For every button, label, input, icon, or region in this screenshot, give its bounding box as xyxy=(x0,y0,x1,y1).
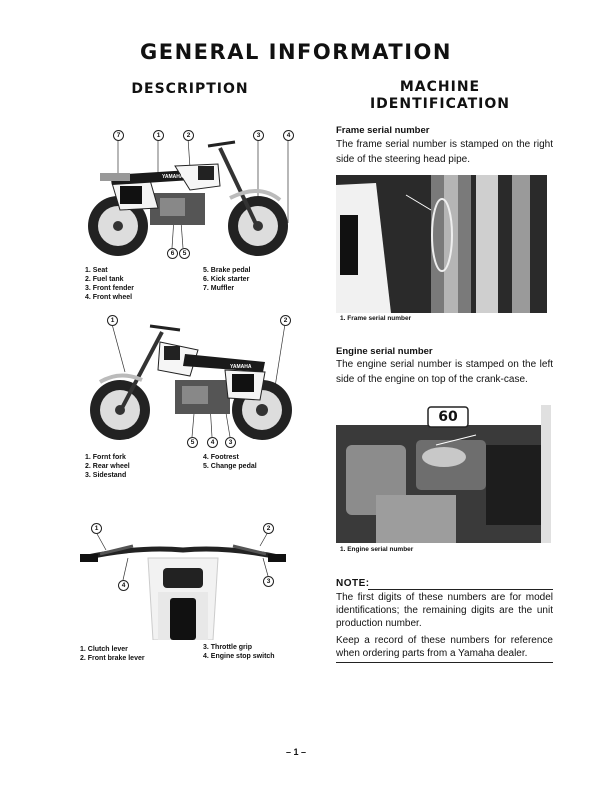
callout-4: 4 xyxy=(118,580,129,591)
callout-4: 4 xyxy=(207,437,218,448)
engine-serial-photo: 60 xyxy=(336,405,551,543)
callout-5: 5 xyxy=(187,437,198,448)
legend-item: 2. Rear wheel xyxy=(85,463,130,470)
frame-serial-photo xyxy=(336,175,547,313)
note-rule xyxy=(368,589,553,590)
callout-3: 3 xyxy=(263,576,274,587)
machine-heading-line2: IDENTIFICATION xyxy=(369,96,511,112)
callout-1: 1 xyxy=(153,130,164,141)
callout-1: 1 xyxy=(91,523,102,534)
description-heading: DESCRIPTION xyxy=(131,81,249,97)
legend-item: 7. Muffler xyxy=(203,285,235,292)
legend-item: 1. Clutch lever xyxy=(80,646,128,653)
figure2-legend-right: 4. Footrest 5. Change pedal xyxy=(203,453,257,471)
legend-item: 3. Front fender xyxy=(85,285,135,292)
motorcycle-right-side-photo: YAMAHA 7 1 2 3 4 6 5 xyxy=(80,128,300,264)
legend-item: 6. Kick starter xyxy=(203,276,250,283)
callout-3: 3 xyxy=(225,437,236,448)
frame-serial-caption: 1. Frame serial number xyxy=(340,315,412,322)
motorcycle-left-side-photo: YAMAHA 1 2 5 4 3 xyxy=(80,312,300,450)
figure3-legend-left: 1. Clutch lever 2. Front brake lever xyxy=(80,645,145,663)
note-label: NOTE: xyxy=(336,578,370,589)
callout-5: 5 xyxy=(179,248,190,259)
engine-serial-heading: Engine serial number xyxy=(336,346,433,357)
legend-item: 3. Sidestand xyxy=(85,472,127,479)
note-text-2: Keep a record of these numbers for refer… xyxy=(336,635,553,659)
callout-1: 1 xyxy=(107,315,118,326)
callout-4: 4 xyxy=(283,130,294,141)
figure1-legend-left: 1. Seat 2. Fuel tank 3. Front fender 4. … xyxy=(85,266,134,302)
legend-item: 4. Engine stop switch xyxy=(203,653,275,660)
legend-item: 1. Fornt fork xyxy=(85,454,126,461)
frame-serial-heading: Frame serial number xyxy=(336,125,430,136)
handlebar-photo: 1 2 4 3 xyxy=(78,518,288,640)
legend-item: 1. Seat xyxy=(85,267,108,274)
legend-item: 5. Change pedal xyxy=(203,463,257,470)
figure3-legend-right: 3. Throttle grip 4. Engine stop switch xyxy=(203,643,275,661)
legend-item: 5. Brake pedal xyxy=(203,267,251,274)
callout-2: 2 xyxy=(183,130,194,141)
engine-serial-text: The engine serial number is stamped on t… xyxy=(336,359,553,385)
callout-7: 7 xyxy=(113,130,124,141)
machine-heading-line1: MACHINE xyxy=(399,79,481,95)
note-text-1: The first digits of these numbers are fo… xyxy=(336,592,553,629)
legend-item: 2. Front brake lever xyxy=(80,655,145,662)
figure2-legend-left: 1. Fornt fork 2. Rear wheel 3. Sidestand xyxy=(85,453,130,480)
machine-identification-heading: MACHINE IDENTIFICATION xyxy=(340,79,540,113)
callout-2: 2 xyxy=(280,315,291,326)
callout-3: 3 xyxy=(253,130,264,141)
engine-badge-text: 60 xyxy=(438,409,458,425)
legend-item: 4. Footrest xyxy=(203,454,239,461)
note-bottom-rule xyxy=(336,662,553,663)
engine-serial-caption: 1. Engine serial number xyxy=(340,546,414,553)
figure1-legend-right: 5. Brake pedal 6. Kick starter 7. Muffle… xyxy=(203,266,250,293)
legend-item: 2. Fuel tank xyxy=(85,276,124,283)
legend-item: 4. Front wheel xyxy=(85,294,133,301)
callout-6: 6 xyxy=(167,248,178,259)
legend-item: 3. Throttle grip xyxy=(203,644,252,651)
tank-brand-text: YAMAHA xyxy=(230,364,252,370)
callout-2: 2 xyxy=(263,523,274,534)
page-title: GENERAL INFORMATION xyxy=(140,40,452,64)
page-number: – 1 – xyxy=(285,747,307,757)
frame-serial-text: The frame serial number is stamped on th… xyxy=(336,139,553,165)
tank-brand-text: YAMAHA xyxy=(162,174,184,180)
